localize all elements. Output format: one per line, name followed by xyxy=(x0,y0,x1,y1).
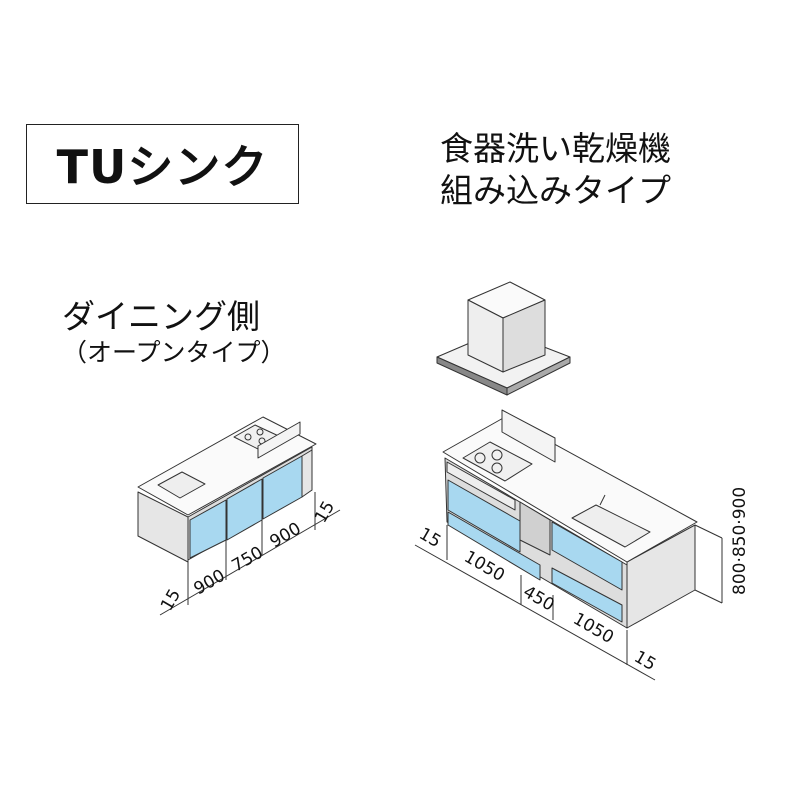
hob xyxy=(462,441,533,482)
sink xyxy=(157,471,206,499)
product-title: TUシンク xyxy=(56,140,269,194)
right-end-panel xyxy=(301,449,313,498)
title-box: TUシンク xyxy=(26,124,299,204)
product-subtitle: 食器洗い乾燥機 組み込みタイプ xyxy=(440,128,760,212)
kitchen-side-kitchen xyxy=(414,409,723,681)
dining-dim-900-right: 900 xyxy=(267,519,305,553)
kitchen-dim-15-right: 15 xyxy=(631,647,660,675)
drawer-lower-right xyxy=(551,567,623,623)
dining-side-label: ダイニング側 xyxy=(62,297,260,336)
faucet xyxy=(599,494,606,506)
drawer-lower-left xyxy=(447,511,541,581)
drawer-upper-right xyxy=(551,521,623,591)
height-dims: 800·850·900 xyxy=(730,487,750,595)
sink xyxy=(571,504,651,548)
kitchen-dim-450: 450 xyxy=(520,582,558,616)
dining-side-sublabel: （オープンタイプ） xyxy=(62,338,286,367)
range-hood xyxy=(436,281,571,396)
backsplash xyxy=(501,409,556,463)
dishwasher xyxy=(519,501,551,556)
dining-dim-15-left: 15 xyxy=(157,586,185,615)
subtitle-line-2: 組み込みタイプ xyxy=(440,171,671,210)
subtitle-line-1: 食器洗い乾燥機 xyxy=(440,129,671,168)
drawer-upper-left xyxy=(447,479,521,553)
dining-side-kitchen xyxy=(137,416,341,616)
control-panel xyxy=(446,461,516,511)
hob-guard xyxy=(257,421,301,459)
